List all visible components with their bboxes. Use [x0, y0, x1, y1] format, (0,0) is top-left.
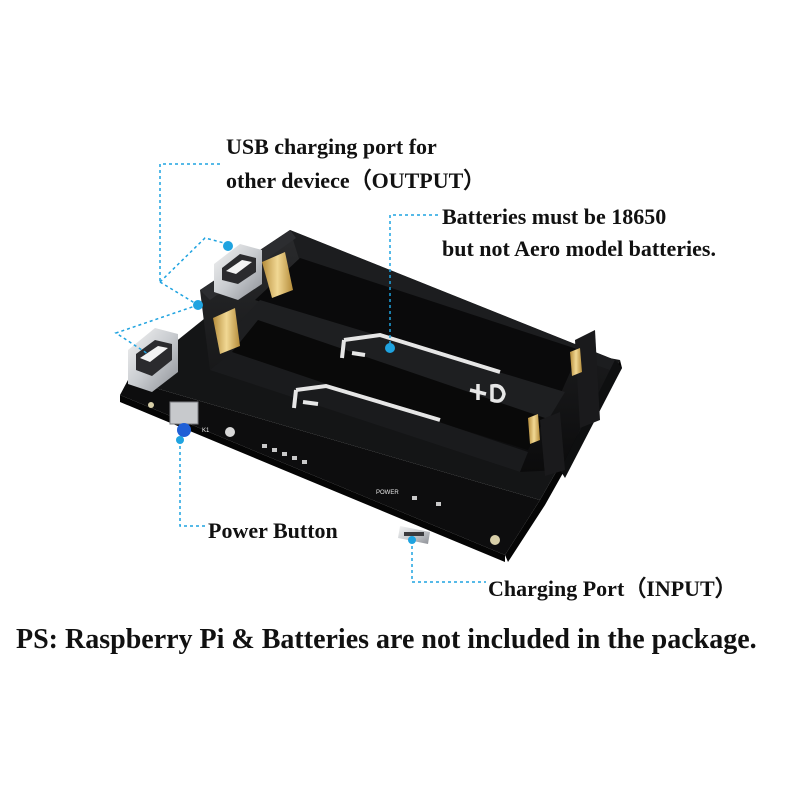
mounting-hole — [490, 535, 500, 545]
power-silkscreen-label: POWER — [376, 490, 399, 496]
battery-contact — [528, 414, 540, 444]
usb-port-upper[interactable] — [214, 244, 262, 300]
battery-contact — [262, 252, 293, 298]
package-disclaimer: PS: Raspberry Pi & Batteries are not inc… — [16, 624, 757, 655]
charging-port-callout: Charging Port（INPUT） — [488, 576, 737, 601]
battery-callout-line2: but not Aero model batteries. — [442, 236, 716, 261]
battery-holder — [200, 230, 622, 478]
callout-lines — [114, 163, 486, 583]
power-led — [412, 496, 417, 500]
plus-sign — [469, 383, 506, 403]
indicator-led — [225, 427, 235, 437]
battery-contact — [570, 348, 582, 376]
usb-output-callout-line2: other deviece（OUTPUT） — [226, 168, 486, 193]
power-led — [436, 502, 441, 506]
callout-dots — [176, 241, 416, 544]
micro-usb-input-port[interactable] — [398, 526, 430, 544]
battery-contact — [213, 308, 240, 354]
power-button[interactable]: K1 — [169, 401, 235, 437]
usb-output-callout-line1: USB charging port for — [226, 134, 437, 159]
polarity-marks — [292, 332, 501, 422]
battery-callout-line1: Batteries must be 18650 — [442, 204, 667, 229]
usb-port-lower[interactable] — [128, 328, 178, 392]
switch-label: K1 — [202, 428, 210, 434]
battery-level-leds — [262, 444, 307, 464]
power-button-callout: Power Button — [208, 518, 338, 543]
mounting-hole — [148, 402, 154, 408]
